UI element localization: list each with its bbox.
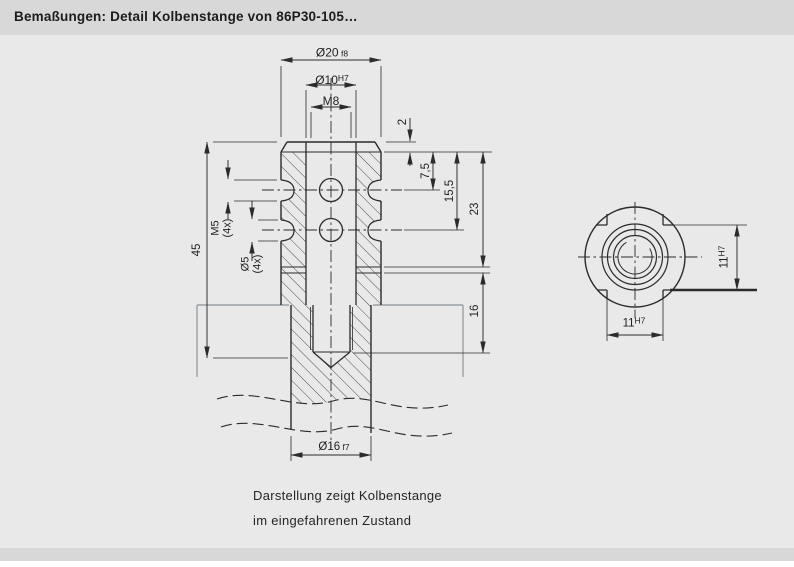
dim-m5-label: M5 (4x) <box>209 218 234 238</box>
dim-11h7-horizontal-label: 11H7 <box>622 315 646 330</box>
dim-d20-label: Ø20 f8 <box>315 45 349 60</box>
dim-11h7-vertical-label: 11H7 <box>716 245 731 269</box>
dim-d16-label: Ø16 f7 <box>318 441 350 453</box>
dim-d5-label: Ø5 (4x) <box>239 254 264 274</box>
dim-2-label: 2 <box>397 118 409 126</box>
dim-7-5-label: 7,5 <box>420 163 432 179</box>
dim-m8-label: M8 <box>322 94 340 108</box>
break-lines <box>216 394 453 437</box>
caption-line-1: Darstellung zeigt Kolbenstange <box>253 488 442 503</box>
dim-d10-label: Ø10H7 <box>315 73 349 87</box>
hatch-cutouts <box>217 180 448 470</box>
side-dimensions <box>606 224 757 341</box>
drawing-caption: Darstellung zeigt Kolbenstange im eingef… <box>253 483 442 533</box>
side-view <box>578 202 757 341</box>
dim-15-5-label: 15,5 <box>444 179 456 203</box>
dim-45-label: 45 <box>191 243 203 257</box>
bottom-bar <box>0 548 794 561</box>
dim-16-label: 16 <box>469 304 481 318</box>
caption-line-2: im eingefahrenen Zustand <box>253 513 412 528</box>
window-title: Bemaßungen: Detail Kolbenstange von 86P3… <box>14 9 358 24</box>
centerlines <box>262 78 402 448</box>
housing-outline <box>196 304 464 377</box>
side-view-centerlines <box>578 202 702 318</box>
rod-and-bore-outline <box>290 305 372 433</box>
dim-23-label: 23 <box>469 202 481 216</box>
front-view <box>196 57 492 470</box>
title-bar: Bemaßungen: Detail Kolbenstange von 86P3… <box>0 0 794 35</box>
bottom-margin <box>0 561 794 567</box>
front-dimensions <box>204 57 492 461</box>
